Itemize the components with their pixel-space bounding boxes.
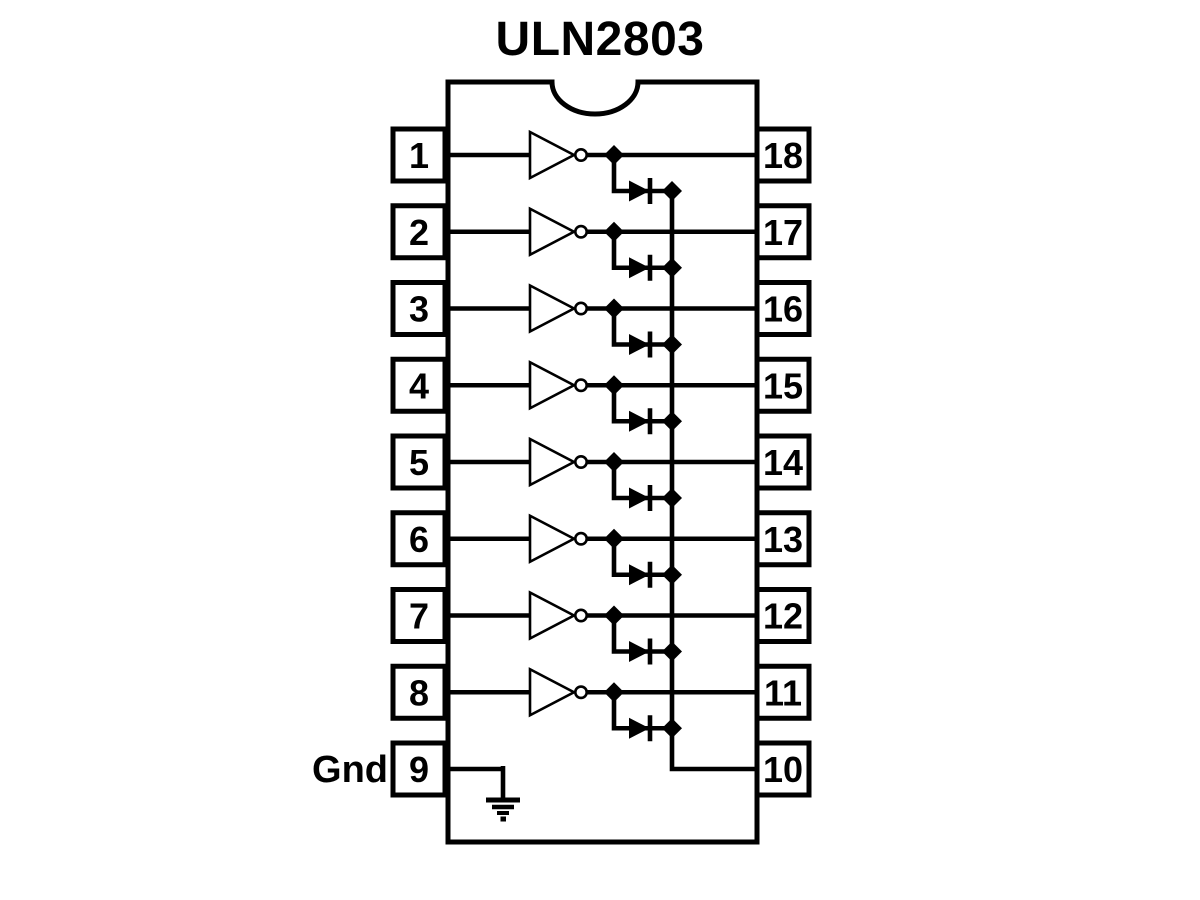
gnd-label: Gnd (312, 749, 388, 791)
ground-symbol (446, 766, 520, 822)
pin-1-box (390, 126, 448, 184)
diagram-title: ULN2803 (496, 13, 705, 66)
pin-3-box (390, 280, 448, 337)
pin-17-box (754, 203, 812, 261)
pin-16-label: 16 (763, 289, 803, 330)
channel-6 (446, 516, 759, 588)
pin-5-label: 5 (409, 442, 429, 483)
pin-7-box (390, 587, 448, 644)
pin-13-box (754, 510, 812, 568)
pin-3-label: 3 (409, 289, 429, 330)
pin-17-label: 17 (763, 212, 803, 253)
left-pin-column: 1 2 3 4 5 6 7 8 9 (390, 126, 448, 798)
pin-5-box (390, 433, 448, 491)
pin-11-label: 11 (764, 672, 802, 713)
pin-10-box (754, 740, 812, 798)
pin-2-label: 2 (409, 212, 429, 253)
pin-1-label: 1 (409, 135, 429, 176)
channel-1 (446, 132, 759, 204)
channel-5 (446, 439, 759, 511)
pin-12-label: 12 (763, 596, 803, 637)
pin-6-label: 6 (409, 519, 429, 560)
pin-14-box (754, 433, 812, 491)
channel-7 (446, 593, 759, 665)
right-pin-column: 18 17 16 15 14 13 12 11 10 (754, 126, 812, 798)
pin-7-label: 7 (409, 596, 429, 637)
pin-9-label: 9 (409, 749, 429, 790)
pin-14-label: 14 (763, 442, 803, 483)
common-rail-wire (669, 191, 759, 772)
channel-3 (446, 286, 759, 358)
pin-11-box (754, 663, 812, 721)
ground-dot (500, 816, 506, 822)
pin-2-box (390, 203, 448, 261)
pin-18-box (754, 126, 812, 184)
pin-8-box (390, 663, 448, 721)
channel-2 (446, 209, 759, 281)
ic-body-outline (445, 79, 760, 845)
pin-16-box (754, 280, 812, 337)
pin-10-label: 10 (763, 749, 803, 790)
pin-13-label: 13 (763, 519, 803, 560)
pin-18-label: 18 (763, 135, 803, 176)
pin-4-label: 4 (409, 365, 429, 406)
channel-4 (446, 362, 759, 434)
pin-6-box (390, 510, 448, 568)
pin-12-box (754, 587, 812, 644)
channel-8 (446, 669, 759, 741)
pin-4-box (390, 356, 448, 414)
pin-8-label: 8 (409, 672, 429, 713)
pin-9-box (390, 740, 448, 798)
pin-15-label: 15 (763, 365, 803, 406)
pin-15-box (754, 356, 812, 414)
